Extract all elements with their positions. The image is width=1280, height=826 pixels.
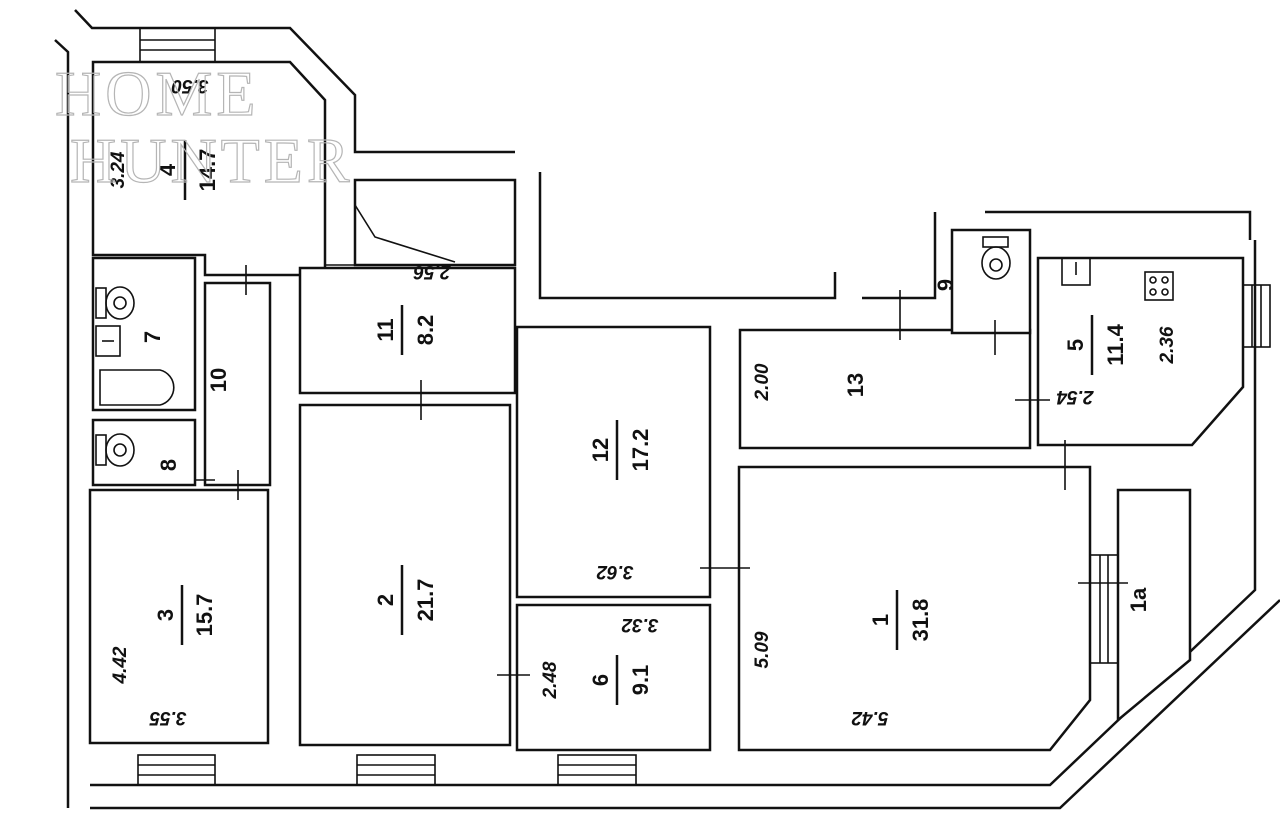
watermark-line1: HOME — [55, 58, 259, 129]
svg-text:5.42: 5.42 — [851, 707, 888, 728]
svg-text:4.42: 4.42 — [110, 646, 131, 684]
label-room-8: 8 — [156, 459, 181, 471]
svg-text:3.32: 3.32 — [621, 614, 658, 635]
svg-text:3: 3 — [153, 609, 178, 621]
home-hunter-watermark: HOME HUNTER — [54, 57, 354, 196]
label-room-1: 1 31.8 5.09 5.42 — [752, 590, 933, 728]
toilet-icon — [981, 236, 1011, 280]
room-9 — [950, 228, 1032, 335]
window-bottom-3 — [557, 754, 637, 786]
room-8 — [91, 418, 197, 487]
room-4 — [91, 60, 327, 277]
svg-text:1: 1 — [868, 614, 893, 626]
svg-text:2.56: 2.56 — [413, 261, 451, 282]
svg-text:9.1: 9.1 — [628, 665, 653, 696]
label-room-12: 12 17.2 3.62 — [588, 420, 653, 582]
label-room-2: 2 21.7 — [373, 565, 438, 635]
balcony-door-icon — [1089, 554, 1119, 664]
storage-niche — [353, 178, 517, 267]
room-5 — [1036, 256, 1245, 447]
room-13 — [738, 328, 1032, 450]
room-1 — [737, 465, 1092, 752]
room-11 — [298, 266, 517, 395]
room-6 — [515, 603, 712, 752]
svg-text:5: 5 — [1063, 339, 1088, 351]
room-7 — [91, 256, 197, 412]
svg-text:5.09: 5.09 — [752, 631, 773, 668]
label-room-5: 5 11.4 2.36 2.54 — [1056, 315, 1178, 407]
svg-text:2.48: 2.48 — [540, 661, 561, 699]
svg-text:3.55: 3.55 — [149, 707, 186, 728]
label-room-10: 10 — [206, 368, 231, 392]
svg-text:2.54: 2.54 — [1056, 386, 1094, 407]
svg-text:31.8: 31.8 — [908, 599, 933, 642]
svg-text:8.2: 8.2 — [413, 315, 438, 346]
fixtures — [95, 236, 1174, 676]
svg-text:2.00: 2.00 — [752, 363, 773, 401]
room-area: 14.7 — [195, 149, 220, 192]
bathtub-icon — [99, 369, 175, 406]
svg-text:12: 12 — [588, 438, 613, 462]
room-3 — [88, 488, 270, 745]
dimension: 3.24 — [108, 151, 129, 188]
label-room-1a: 1a — [1126, 587, 1151, 612]
window-top — [139, 27, 216, 63]
label-room-3: 3 15.7 4.42 3.55 — [110, 585, 217, 728]
dimension: 3.50 — [171, 75, 208, 96]
label-room-4: 4 14.7 3.50 3.24 — [108, 75, 220, 200]
label-room-11: 11 8.2 2.56 — [373, 261, 451, 355]
room-10 — [203, 281, 272, 487]
svg-text:2: 2 — [373, 594, 398, 606]
svg-text:2.36: 2.36 — [1157, 326, 1178, 364]
room-2 — [298, 403, 512, 747]
label-room-13: 13 2.00 — [752, 363, 868, 401]
toilet-icon — [95, 286, 135, 320]
room-labels: 4 14.7 3.50 3.24 7 10 8 3 15.7 4.42 3.55… — [108, 75, 1178, 728]
stove-icon — [1144, 271, 1174, 301]
kitchen-sink-icon — [1061, 257, 1091, 286]
svg-text:21.7: 21.7 — [413, 579, 438, 622]
room-12 — [515, 325, 712, 599]
label-room-6: 6 9.1 3.32 2.48 — [540, 614, 658, 705]
svg-text:6: 6 — [588, 674, 613, 686]
svg-text:11: 11 — [373, 318, 398, 341]
svg-text:15.7: 15.7 — [192, 594, 217, 637]
svg-text:3.62: 3.62 — [596, 561, 633, 582]
windows — [137, 27, 1271, 786]
svg-text:17.2: 17.2 — [628, 429, 653, 472]
watermark-line2: HUNTER — [70, 125, 354, 196]
label-room-9: 9 — [933, 279, 958, 291]
room-number: 4 — [155, 163, 180, 176]
window-bottom-1 — [137, 754, 216, 786]
window-right — [1242, 284, 1271, 348]
door-marks — [196, 265, 1128, 676]
sink-icon — [95, 325, 121, 357]
window-bottom-2 — [356, 754, 436, 786]
label-room-7: 7 — [140, 331, 165, 343]
svg-text:11.4: 11.4 — [1103, 323, 1128, 365]
svg-text:13: 13 — [843, 373, 868, 397]
toilet-icon — [95, 433, 135, 467]
